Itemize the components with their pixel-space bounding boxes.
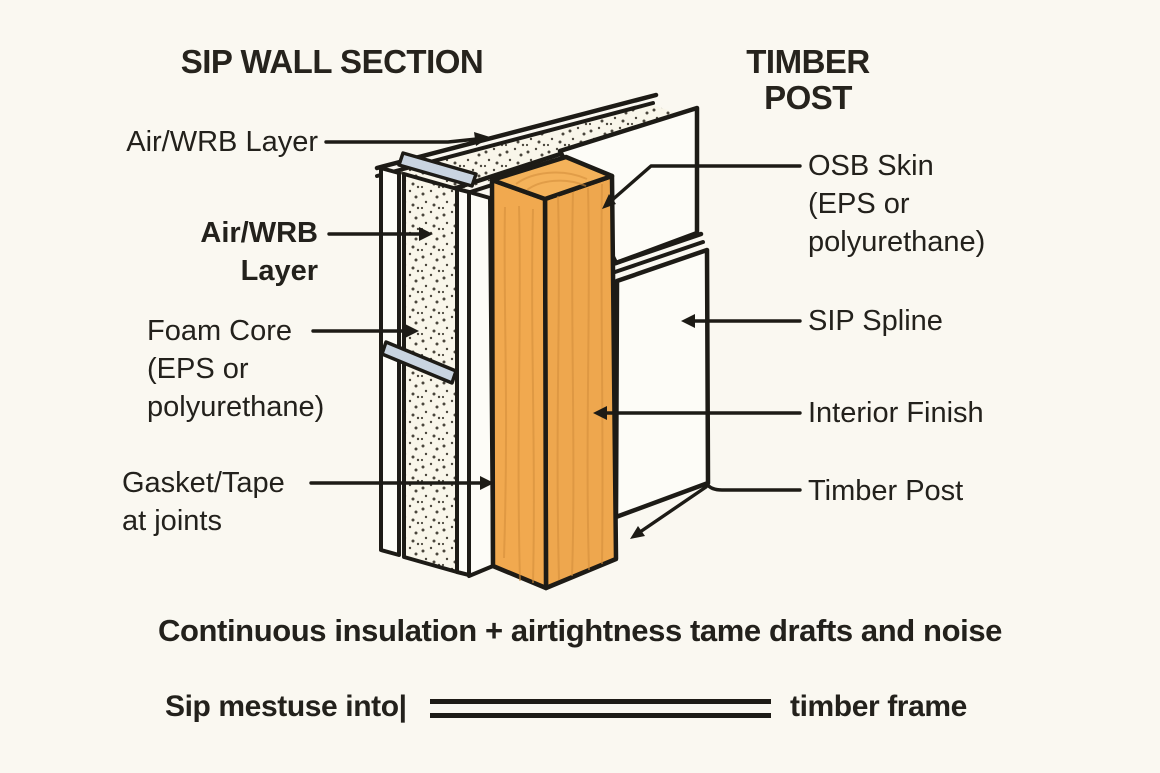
label-air-wrb-bold-line1: Air/WRB bbox=[200, 217, 318, 249]
label-osb-skin-line3: polyurethane) bbox=[808, 226, 986, 258]
label-air-wrb-bold: Air/WRB Layer bbox=[58, 214, 318, 290]
arrow-interior-finish bbox=[593, 406, 607, 420]
label-osb-skin: OSB Skin (EPS or polyurethane) bbox=[808, 147, 985, 261]
label-timber-post: Timber Post bbox=[808, 475, 964, 507]
label-gasket-tape-line1: Gasket/Tape bbox=[122, 467, 285, 499]
label-foam-core: Foam Core (EPS or polyurethane) bbox=[147, 312, 324, 426]
label-sip-spline: SIP Spline bbox=[808, 305, 943, 337]
panel-joint-lines bbox=[610, 231, 705, 274]
footer-left-text: Sip mestuse into| bbox=[165, 690, 407, 723]
leader-air-wrb-top bbox=[324, 137, 479, 144]
arrow-timber-post bbox=[630, 526, 645, 539]
arrow-foam-core bbox=[405, 324, 419, 338]
leader-lines bbox=[309, 137, 802, 534]
label-foam-core-line3: polyurethane) bbox=[147, 391, 325, 423]
arrow-sip-spline bbox=[681, 314, 695, 328]
label-foam-core-line2: (EPS or bbox=[147, 353, 249, 385]
label-interior-finish: Interior Finish bbox=[808, 397, 984, 429]
gasket-strip-top bbox=[397, 151, 478, 188]
gasket-strip-mid bbox=[380, 340, 458, 385]
arrow-air-wrb-top bbox=[474, 132, 490, 146]
arrow-osb-skin bbox=[602, 194, 616, 209]
arrow-gasket bbox=[480, 476, 494, 490]
inner-skin-layer bbox=[455, 187, 495, 578]
timber-post-shape bbox=[489, 154, 619, 591]
label-osb-skin-line2: (EPS or bbox=[808, 188, 910, 220]
wood-grain bbox=[503, 171, 604, 584]
footer-right-text: timber frame bbox=[790, 690, 967, 723]
leader-timber-post-diagonal bbox=[638, 485, 708, 534]
arrow-air-wrb-bold bbox=[419, 227, 433, 241]
title-sip-wall-section: SIP WALL SECTION bbox=[180, 43, 484, 80]
leader-osb-skin bbox=[609, 164, 802, 203]
arrowheads bbox=[405, 132, 695, 539]
caption-text: Continuous insulation + airtightness tam… bbox=[157, 613, 1003, 648]
outer-skin-layer bbox=[379, 166, 401, 557]
label-air-wrb-bold-line2: Layer bbox=[240, 255, 318, 287]
label-air-wrb-top: Air/WRB Layer bbox=[126, 126, 318, 158]
leader-timber-post bbox=[705, 482, 802, 492]
interior-finish-panel bbox=[613, 247, 711, 520]
label-gasket-tape: Gasket/Tape at joints bbox=[122, 464, 285, 540]
footer-double-line bbox=[430, 699, 771, 718]
label-osb-skin-line1: OSB Skin bbox=[808, 150, 934, 182]
label-foam-core-line1: Foam Core bbox=[147, 315, 293, 347]
title-timber-post: TIMBER POST bbox=[746, 43, 870, 116]
label-gasket-tape-line2: at joints bbox=[122, 505, 222, 537]
